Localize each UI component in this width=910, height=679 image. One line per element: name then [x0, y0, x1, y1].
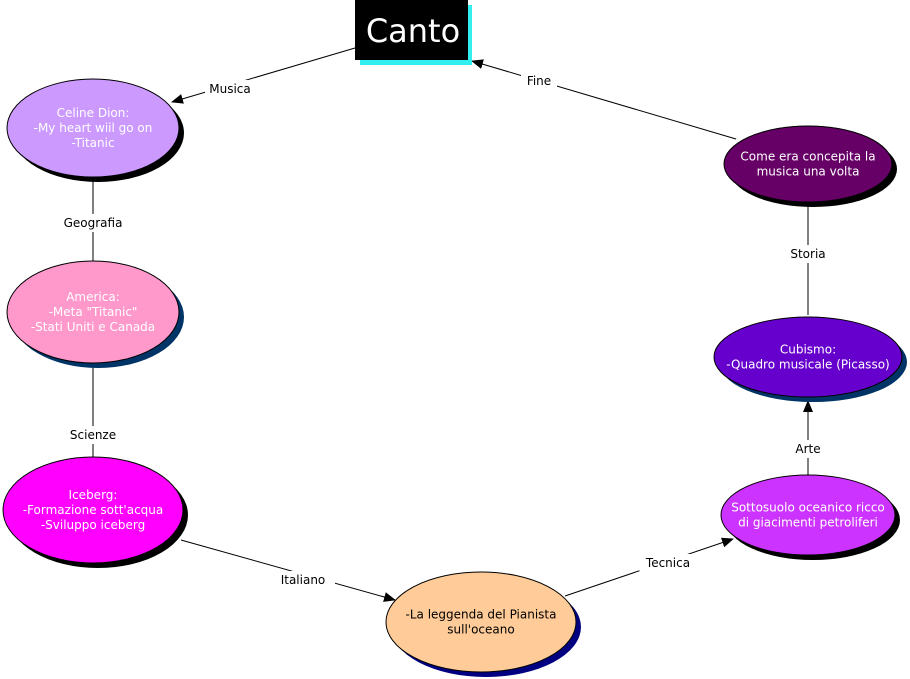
edge-label: Italiano	[281, 573, 326, 587]
edge-sottosuolo-to-cubismo: Arte	[790, 400, 826, 475]
nodes-layer: Celine Dion:-My heart wiil go on-Titanic…	[2, 78, 907, 677]
node-ellipse[interactable]	[6, 78, 180, 178]
node-text-line: -My heart wiil go on	[34, 121, 153, 135]
node-celine[interactable]: Celine Dion:-My heart wiil go on-Titanic	[6, 78, 184, 182]
node-iceberg[interactable]: Iceberg:-Formazione sott'acqua-Sviluppo …	[2, 456, 188, 568]
node-ellipse[interactable]	[723, 125, 893, 203]
node-text-line: -Titanic	[71, 136, 114, 150]
node-ellipse[interactable]	[6, 260, 180, 364]
title-label: Canto	[366, 12, 460, 50]
node-ellipse[interactable]	[2, 456, 184, 564]
edge-label: Tecnica	[645, 556, 690, 570]
edge-arrow-line	[180, 539, 396, 602]
edge-label-background	[639, 554, 697, 572]
edge-label-background	[521, 72, 557, 90]
node-text-line: Sottosuolo oceanico ricco	[731, 501, 885, 515]
node-text-line: -La leggenda del Pianista	[406, 608, 557, 622]
node-ellipse[interactable]	[713, 316, 903, 398]
node-text-line: musica una volta	[757, 165, 860, 179]
node-ellipse[interactable]	[720, 474, 896, 556]
edge-cubismo-to-musica_volta: Storia	[783, 192, 833, 315]
edge-celine-to-america: Geografia	[57, 177, 129, 261]
edge-label: Arte	[795, 442, 820, 456]
node-text-line: -Quadro musicale (Picasso)	[726, 358, 889, 372]
node-text-line: Iceberg:	[69, 488, 118, 502]
edge-pianista-to-sottosuolo: Tecnica	[564, 537, 734, 597]
node-text-line: Come era concepita la	[740, 150, 875, 164]
node-cubismo[interactable]: Cubismo:-Quadro musicale (Picasso)	[713, 316, 907, 402]
edge-label-background	[57, 214, 129, 232]
node-text-line: Cubismo:	[780, 343, 836, 357]
node-text-line: -Formazione sott'acqua	[23, 503, 164, 517]
edge-label: Musica	[209, 82, 251, 96]
node-text-line: -Sviluppo iceberg	[41, 518, 145, 532]
title-node[interactable]: Canto	[355, 0, 472, 65]
node-text-line: -Stati Uniti e Canada	[31, 320, 155, 334]
edge-label-background	[64, 426, 122, 444]
edge-label-background	[783, 245, 833, 263]
edge-label-background	[271, 571, 335, 589]
edge-label: Storia	[790, 247, 825, 261]
node-text-line: America:	[66, 290, 120, 304]
edge-title-to-celine: Musica	[171, 47, 356, 104]
title-box[interactable]	[355, 0, 468, 60]
node-text-line: di giacimenti petroliferi	[738, 516, 878, 530]
node-text-line: sull'oceano	[447, 623, 514, 637]
edge-arrow-line	[171, 47, 356, 104]
edge-arrow-line	[471, 59, 737, 140]
edge-label: Geografia	[64, 216, 123, 230]
edge-america-to-iceberg: Scienze	[64, 363, 122, 457]
node-text-line: -Meta "Titanic"	[49, 305, 138, 319]
node-ellipse[interactable]	[385, 571, 577, 673]
edge-label: Fine	[527, 74, 551, 88]
edge-label-background	[205, 80, 255, 98]
node-text-line: Celine Dion:	[57, 106, 130, 120]
edge-label-background	[790, 440, 826, 458]
edge-label: Scienze	[70, 428, 116, 442]
edge-musica_volta-to-title: Fine	[471, 59, 737, 140]
node-america[interactable]: America:-Meta "Titanic"-Stati Uniti e Ca…	[6, 260, 184, 368]
edge-iceberg-to-pianista: Italiano	[180, 539, 396, 602]
